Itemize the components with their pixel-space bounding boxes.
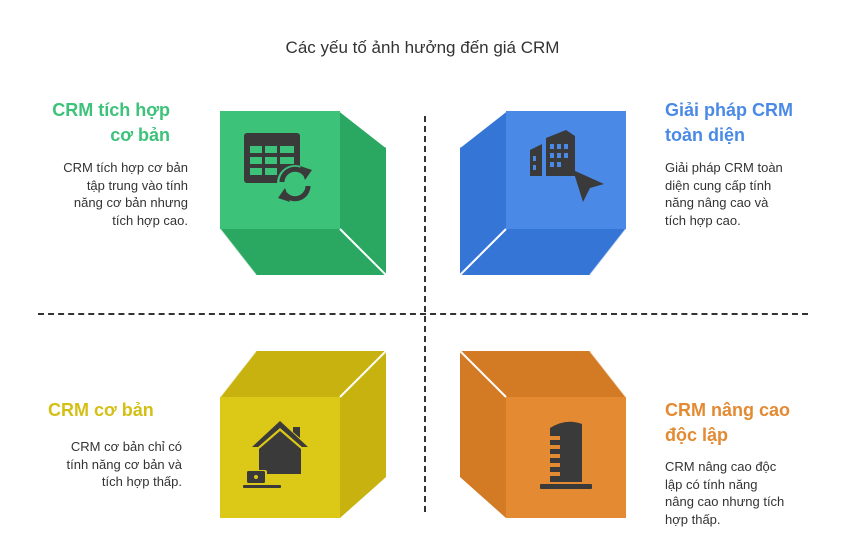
desc-top-right: Giải pháp CRM toàn diện cung cấp tính nă… — [665, 159, 835, 229]
desc-line: CRM nâng cao độc — [665, 459, 777, 474]
desc-line: tích hợp cao. — [665, 212, 741, 228]
desc-line: lập có tính năng — [665, 476, 758, 492]
desc-line: tích hợp thấp. — [101, 474, 182, 489]
desc-line: nâng cao nhưng tích — [665, 494, 785, 509]
cube-side-face — [460, 111, 506, 275]
desc-line: diện cung cấp tính — [665, 177, 772, 193]
heading-line: độc lập — [665, 425, 729, 445]
horizontal-divider — [38, 313, 808, 315]
cube-side-face — [460, 351, 506, 518]
cube-side-face — [340, 351, 386, 518]
heading-top-left: CRM tích hợp cơ bản — [20, 98, 170, 148]
desc-line: hợp thấp. — [665, 511, 721, 527]
desc-line: năng nâng cao và — [665, 195, 769, 210]
cube-bottom-face — [460, 229, 626, 275]
heading-line: cơ bản — [110, 125, 170, 145]
cube-bottom-face — [220, 229, 386, 275]
heading-bottom-right: CRM nâng cao độc lập — [665, 398, 845, 448]
home-laptop-icon — [243, 421, 308, 488]
heading-top-right: Giải pháp CRM toàn diện — [665, 98, 845, 148]
desc-top-left: CRM tích hợp cơ bản tập trung vào tính n… — [20, 159, 188, 229]
desc-line: CRM tích hợp cơ bản — [63, 160, 188, 175]
desc-bottom-left: CRM cơ bản chỉ có tính năng cơ bản và tí… — [20, 438, 183, 491]
cube-top-face — [460, 351, 626, 397]
desc-line: tính năng cơ bản và — [66, 456, 183, 472]
buildings-cursor-icon — [530, 130, 604, 202]
heading-line: CRM nâng cao — [665, 400, 791, 420]
desc-line: tập trung vào tính — [86, 177, 188, 193]
cube-top-face — [220, 351, 386, 397]
diagram-title: Các yếu tố ảnh hưởng đến giá CRM — [285, 38, 560, 57]
desc-line: tích hợp cao. — [112, 212, 188, 228]
spreadsheet-sync-icon — [244, 133, 313, 202]
heading-line: Giải pháp CRM — [665, 100, 794, 120]
heading-line: CRM cơ bản — [48, 400, 154, 420]
desc-bottom-right: CRM nâng cao độc lập có tính năng nâng c… — [665, 458, 835, 528]
heading-line: CRM tích hợp — [52, 100, 170, 120]
desc-line: năng cơ bản nhưng — [73, 195, 188, 210]
heading-line: toàn diện — [665, 125, 745, 145]
desc-line: CRM cơ bản chỉ có — [70, 439, 182, 454]
skyscraper-icon — [540, 421, 592, 489]
heading-bottom-left: CRM cơ bản — [48, 398, 198, 423]
cube-side-face — [340, 111, 386, 275]
desc-line: Giải pháp CRM toàn — [665, 160, 783, 175]
